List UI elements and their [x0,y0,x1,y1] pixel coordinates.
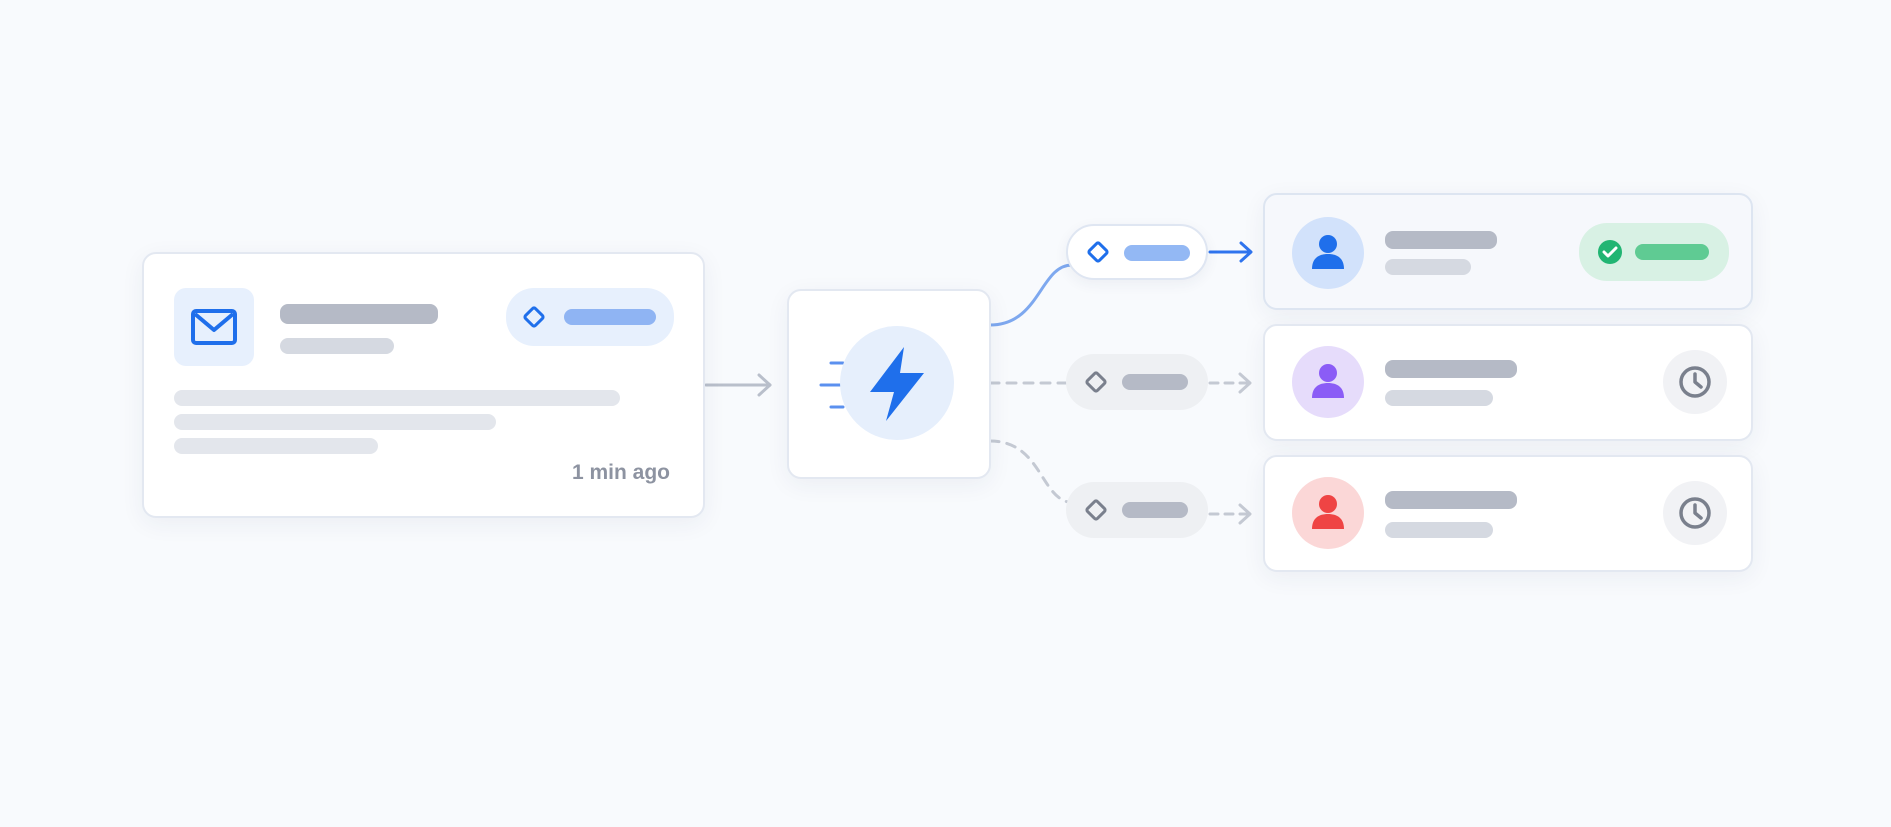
trigger-icon-circle [840,326,954,440]
branch-active-curve [988,263,1074,327]
route-tag-pending-1-label [1122,374,1188,390]
recipient-card-active[interactable] [1263,193,1753,310]
source-tag-pill[interactable] [506,288,674,346]
route-tag-pending-1[interactable] [1066,354,1208,410]
tag-icon [523,306,545,328]
route-tag-pending-2-label [1122,502,1188,518]
status-label-placeholder [1635,244,1709,260]
mail-icon-tile [174,288,254,366]
route-tag-active-label [1124,245,1190,261]
body-line-2 [174,414,496,430]
body-line-1 [174,390,620,406]
source-card[interactable] [142,252,705,518]
route-tag-active[interactable] [1066,224,1208,280]
recipient-detail-placeholder [1385,259,1471,275]
lightning-icon [870,347,924,421]
route-arrowhead-pending-2 [1238,503,1252,525]
clock-icon [1679,366,1711,398]
branch-pending-curve-2 [988,439,1070,504]
avatar [1292,217,1364,289]
tag-icon [1085,499,1107,521]
recipient-name-placeholder [1385,360,1517,378]
body-line-3 [174,438,378,454]
check-icon [1598,240,1622,264]
route-arrow-active [1208,241,1253,263]
timestamp-label: 1 min ago [571,461,670,484]
source-title-placeholder [280,304,438,324]
source-subtitle-placeholder [280,338,394,354]
pending-status [1663,481,1727,545]
source-to-trigger-arrow [704,373,772,397]
user-icon [1312,495,1344,529]
mail-icon [191,309,237,345]
recipient-name-placeholder [1385,231,1497,249]
user-icon [1312,235,1344,269]
recipient-card-pending-2[interactable] [1263,455,1753,572]
recipient-detail-placeholder [1385,522,1493,538]
trigger-card[interactable] [787,289,991,479]
recipient-detail-placeholder [1385,390,1493,406]
avatar [1292,346,1364,418]
route-arrowhead-pending-1 [1238,372,1252,394]
motion-lines [819,361,845,409]
user-icon [1312,364,1344,398]
recipient-card-pending-1[interactable] [1263,324,1753,441]
status-badge [1579,223,1729,281]
pending-status [1663,350,1727,414]
source-tag-label-placeholder [564,309,656,325]
tag-icon [1085,371,1107,393]
avatar [1292,477,1364,549]
tag-icon [1087,241,1109,263]
recipient-name-placeholder [1385,491,1517,509]
route-tag-pending-2[interactable] [1066,482,1208,538]
clock-icon [1679,497,1711,529]
